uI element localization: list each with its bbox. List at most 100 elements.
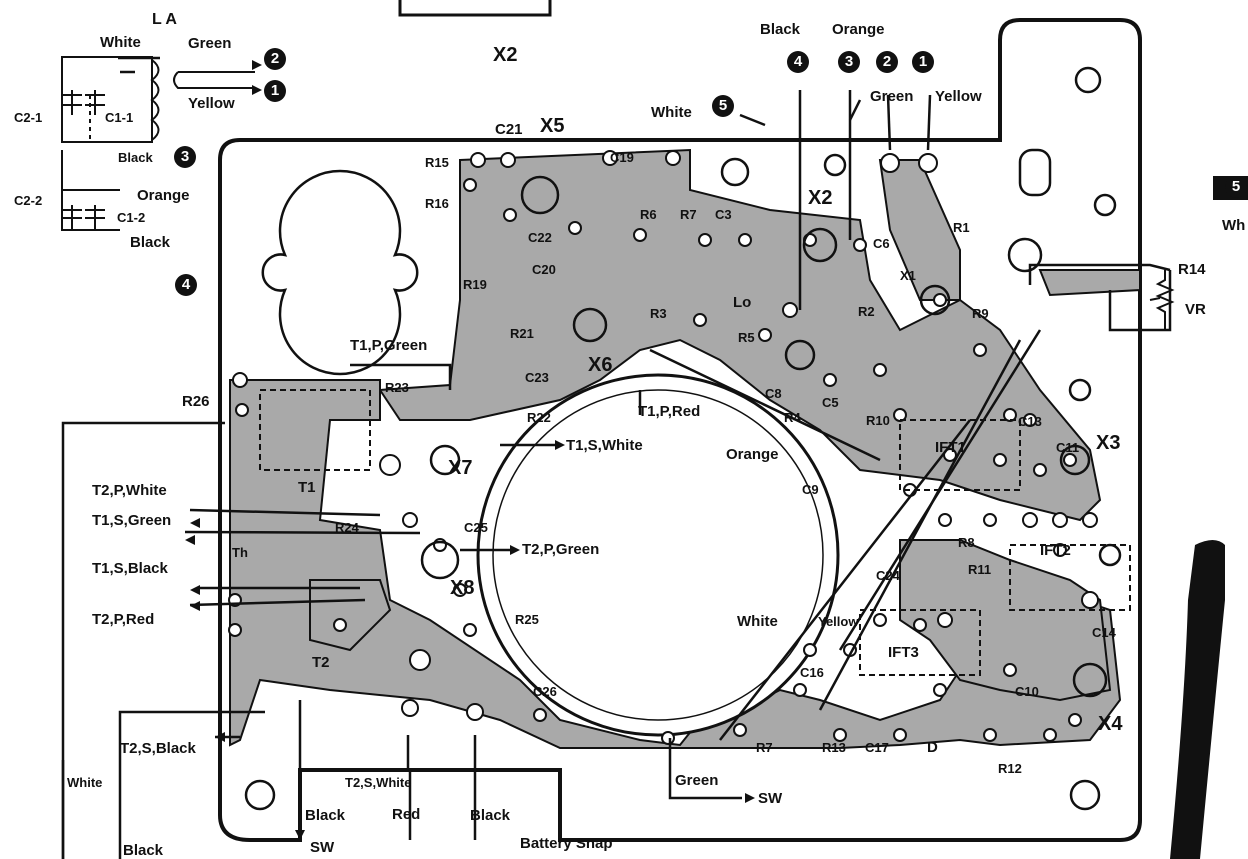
c11-label: C11 bbox=[1056, 440, 1080, 455]
lo-label: Lo bbox=[733, 294, 752, 311]
t2p-red-label: T2,P,Red bbox=[92, 611, 155, 628]
ift1-label: IFT1 bbox=[935, 439, 966, 456]
x2-board-label: X2 bbox=[808, 187, 833, 209]
c16-label: C16 bbox=[800, 665, 824, 680]
r16-label: R16 bbox=[425, 196, 449, 211]
r7-label: R7 bbox=[680, 207, 697, 222]
r15-label: R15 bbox=[425, 155, 449, 170]
c22-label: C22 bbox=[528, 230, 552, 245]
r23-label: R23 bbox=[385, 380, 409, 395]
c9-label: C9 bbox=[802, 482, 819, 497]
top-badge-2: 2 bbox=[876, 51, 898, 73]
c3-label: C3 bbox=[715, 207, 732, 222]
x8-label: X8 bbox=[450, 577, 475, 599]
r22-label: R22 bbox=[527, 410, 551, 425]
right-white-label: Wh bbox=[1222, 217, 1246, 234]
la-c1-2-label: C1-2 bbox=[117, 210, 146, 225]
center-yellow-label: Yellow bbox=[818, 614, 859, 629]
c5-label: C5 bbox=[822, 395, 839, 410]
t1s-white-label: T1,S,White bbox=[566, 437, 643, 454]
x3-label: X3 bbox=[1096, 432, 1121, 454]
c17-label: C17 bbox=[865, 740, 889, 755]
bottom-green-label: Green bbox=[675, 772, 719, 789]
la-badge-3: 3 bbox=[174, 146, 196, 168]
r25-label: R25 bbox=[515, 612, 539, 627]
mounting-holes bbox=[244, 66, 1122, 811]
r4-label: R4 bbox=[784, 410, 801, 425]
r7b-label: R7 bbox=[756, 740, 773, 755]
ift3-label: IFT3 bbox=[888, 644, 919, 661]
vr-resistor-symbol bbox=[1155, 270, 1175, 330]
r19-label: R19 bbox=[463, 277, 487, 292]
battery-snap-label: Battery Snap bbox=[520, 835, 613, 852]
top-badge-1: 1 bbox=[912, 51, 934, 73]
x6-label: X6 bbox=[588, 354, 613, 376]
r26-label: R26 bbox=[182, 393, 210, 410]
c23-label: C23 bbox=[525, 370, 549, 385]
r12-label: R12 bbox=[998, 761, 1022, 776]
c8-label: C8 bbox=[765, 386, 782, 401]
th-label: Th bbox=[232, 545, 248, 560]
board-top-tab bbox=[398, 0, 552, 17]
la-badge-2: 2 bbox=[264, 48, 286, 70]
vr-label: VR bbox=[1185, 301, 1206, 318]
r24-label: R24 bbox=[335, 520, 359, 535]
la-badge-4: 4 bbox=[175, 274, 197, 296]
r1-label: R1 bbox=[953, 220, 970, 235]
la-c2-2-label: C2-2 bbox=[14, 193, 43, 208]
transistors bbox=[420, 175, 1108, 698]
c13-label: C13 bbox=[1018, 414, 1042, 429]
right-badge-5: 5 bbox=[1225, 176, 1247, 198]
ift-outlines bbox=[259, 389, 1131, 676]
r2-label: R2 bbox=[858, 304, 875, 319]
arrowheads bbox=[185, 60, 755, 840]
r3-label: R3 bbox=[650, 306, 667, 321]
top-badge-5: 5 bbox=[712, 95, 734, 117]
left-white-label: White bbox=[67, 775, 103, 790]
la-capacitor-schematic bbox=[61, 56, 255, 231]
t2-label: T2 bbox=[312, 654, 330, 671]
r8-label: R8 bbox=[958, 535, 975, 550]
la-badge-1: 1 bbox=[264, 80, 286, 102]
top-x5-label: X5 bbox=[540, 115, 565, 137]
battery-black-label: Black bbox=[470, 807, 511, 824]
top-orange-label: Orange bbox=[832, 21, 885, 38]
r10-label: R10 bbox=[866, 413, 890, 428]
top-black-label: Black bbox=[760, 21, 801, 38]
t2s-white-label: T2,S,White bbox=[345, 775, 412, 790]
top-white-label: White bbox=[651, 104, 692, 121]
x4-label: X4 bbox=[1098, 713, 1123, 735]
la-title: L A bbox=[152, 11, 177, 28]
la-c2-1-label: C2-1 bbox=[14, 110, 43, 125]
copper-traces bbox=[229, 148, 1141, 749]
speaker-mount-cutout bbox=[261, 169, 419, 376]
la-c1-1-label: C1-1 bbox=[105, 110, 134, 125]
c6-label: C6 bbox=[873, 236, 890, 251]
r14-label: R14 bbox=[1178, 261, 1206, 278]
c14-label: C14 bbox=[1092, 625, 1116, 640]
ift2-label: IFT2 bbox=[1040, 542, 1071, 559]
c10-label: C10 bbox=[1015, 684, 1039, 699]
r9-label: R9 bbox=[972, 306, 989, 321]
t1s-green-label: T1,S,Green bbox=[92, 512, 172, 529]
x7-label: X7 bbox=[448, 457, 473, 479]
la-orange-label: Orange bbox=[137, 187, 190, 204]
top-badge-4: 4 bbox=[787, 51, 809, 73]
x1-label: X1 bbox=[900, 268, 916, 283]
bottom-black-label: Black bbox=[305, 807, 346, 824]
t2p-green-label: T2,P,Green bbox=[522, 541, 600, 558]
d-label: D bbox=[927, 739, 938, 756]
r11-label: R11 bbox=[968, 562, 992, 577]
r5-label: R5 bbox=[738, 330, 755, 345]
la-black-label: Black bbox=[118, 150, 153, 165]
bottom-sw-label: SW bbox=[758, 790, 783, 807]
battery-red-label: Red bbox=[392, 806, 421, 823]
top-x2-label: X2 bbox=[493, 44, 518, 66]
top-yellow-label: Yellow bbox=[935, 88, 982, 105]
left-black-label: Black bbox=[123, 842, 164, 859]
c24-label: C24 bbox=[876, 568, 900, 583]
top-green-label: Green bbox=[870, 88, 914, 105]
c26-label: C26 bbox=[533, 684, 557, 699]
center-orange-label: Orange bbox=[726, 446, 779, 463]
